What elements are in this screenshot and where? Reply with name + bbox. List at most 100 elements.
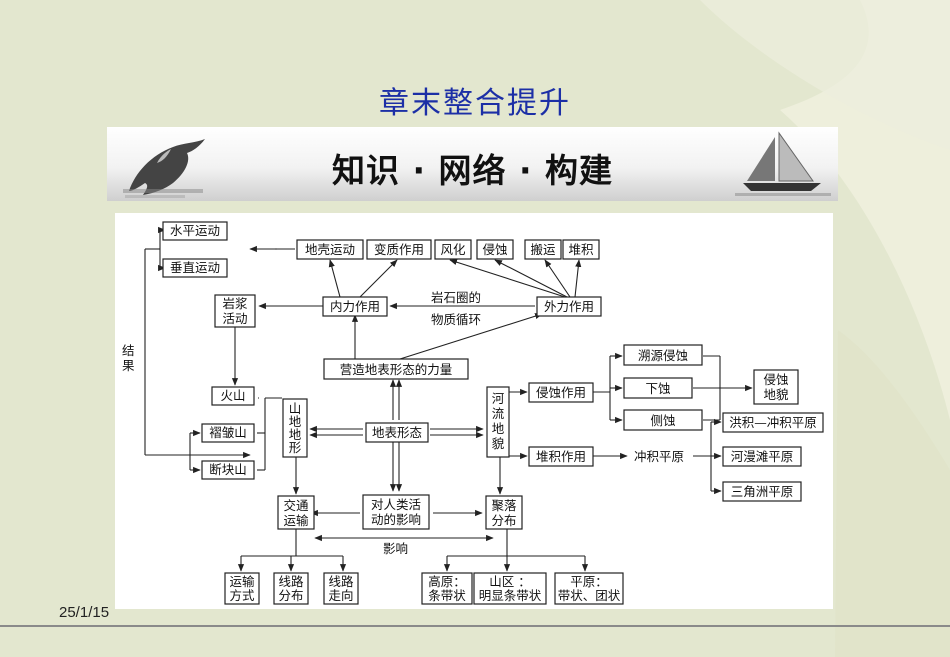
slide-date: 25/1/15 [59, 604, 110, 621]
svg-text:断块山: 断块山 [209, 462, 247, 477]
node-gaoyuan: 高原： 条带状 [421, 572, 473, 605]
node-jiaotong: 交通 运输 [277, 495, 315, 530]
node-zhezhou: 褶皱山 [201, 423, 255, 443]
node-qinshi: 侵蚀 [476, 239, 514, 260]
svg-text:地壳运动: 地壳运动 [305, 242, 355, 257]
svg-text:垂直运动: 垂直运动 [170, 260, 220, 275]
node-suyuan: 溯源侵蚀 [623, 344, 703, 366]
svg-text:带状、团状: 带状、团状 [558, 588, 621, 603]
svg-text:地貌: 地貌 [763, 387, 789, 402]
node-neili: 内力作用 [322, 296, 388, 317]
svg-text:平原：: 平原： [570, 574, 608, 589]
node-heliu: 河 流 地 貌 [486, 386, 510, 458]
svg-text:岩浆: 岩浆 [222, 296, 248, 311]
svg-text:分布: 分布 [491, 513, 516, 528]
node-bianzhi: 变质作用 [366, 239, 432, 260]
svg-text:侵蚀: 侵蚀 [763, 372, 788, 387]
svg-text:侵蚀作用: 侵蚀作用 [536, 385, 586, 400]
node-yingzao: 营造地表形态的力量 [323, 358, 469, 380]
node-yunshu: 运输 方式 [224, 572, 260, 605]
node-xianlu-zx: 线路 走向 [323, 572, 359, 605]
svg-text:水平运动: 水平运动 [170, 223, 220, 238]
node-huoshan: 火山 [211, 386, 255, 406]
svg-text:山: 山 [289, 401, 302, 416]
footer-divider [0, 625, 950, 627]
svg-text:流: 流 [492, 406, 505, 421]
svg-text:貌: 貌 [492, 436, 505, 451]
knowledge-network-diagram: 水平运动 垂直运动 地壳运动 变质作用 风化 侵蚀 搬运 堆积 岩浆 活动 内力… [115, 213, 833, 609]
label-chongji: 冲积平原 [634, 449, 684, 464]
banner-title: 知识 · 网络 · 构建 [331, 151, 614, 190]
svg-text:聚落: 聚落 [491, 498, 517, 513]
label-jieguo-1: 结 [122, 343, 135, 358]
node-ceshi: 侧蚀 [623, 409, 703, 431]
slide-title: 章末整合提升 [379, 86, 571, 121]
svg-text:地: 地 [289, 427, 302, 442]
svg-text:溯源侵蚀: 溯源侵蚀 [638, 348, 688, 363]
node-heman: 河漫滩平原 [722, 446, 802, 467]
svg-text:褶皱山: 褶皱山 [209, 425, 247, 440]
svg-text:明显条带状: 明显条带状 [479, 588, 542, 603]
node-diqiao: 地壳运动 [296, 239, 364, 260]
svg-text:搬运: 搬运 [530, 242, 556, 257]
svg-text:形: 形 [289, 440, 302, 455]
banner: 知识 · 网络 · 构建 [107, 127, 838, 201]
svg-text:堆积作用: 堆积作用 [536, 449, 586, 464]
node-hongji: 洪积—冲积平原 [722, 412, 824, 433]
node-waili: 外力作用 [536, 296, 602, 317]
svg-text:地: 地 [492, 421, 505, 436]
svg-text:分布: 分布 [278, 588, 303, 603]
svg-text:地: 地 [289, 414, 302, 429]
svg-text:对人类活: 对人类活 [371, 497, 421, 512]
label-yingxiang: 影响 [383, 541, 408, 556]
svg-text:三角洲平原: 三角洲平原 [731, 484, 794, 499]
svg-text:交通: 交通 [283, 498, 309, 513]
svg-text:方式: 方式 [229, 588, 255, 603]
node-sanjiao: 三角洲平原 [722, 481, 802, 502]
label-xunhuan-1: 岩石圈的 [431, 290, 481, 305]
node-xiashi: 下蚀 [623, 377, 693, 399]
node-chuizhi: 垂直运动 [162, 258, 228, 278]
svg-text:营造地表形态的力量: 营造地表形态的力量 [340, 362, 453, 377]
svg-text:活动: 活动 [222, 311, 247, 326]
svg-text:动的影响: 动的影响 [371, 512, 421, 527]
svg-text:条带状: 条带状 [428, 588, 466, 603]
node-shandi: 山 地 地 形 [282, 398, 308, 458]
node-yanjiang: 岩浆 活动 [214, 294, 256, 328]
svg-text:洪积—冲积平原: 洪积—冲积平原 [729, 415, 817, 430]
node-renlei: 对人类活 动的影响 [362, 494, 430, 530]
node-dibiao: 地表形态 [365, 422, 429, 443]
svg-text:山区 ：: 山区 ： [489, 574, 530, 589]
node-duijizuoyong: 堆积作用 [528, 446, 594, 467]
sailboat-icon [735, 131, 831, 196]
node-fenghua: 风化 [434, 239, 472, 260]
svg-text:河: 河 [492, 391, 505, 406]
svg-text:高原：: 高原： [428, 574, 466, 589]
svg-text:下蚀: 下蚀 [645, 381, 670, 396]
svg-text:风化: 风化 [440, 242, 466, 257]
node-shuiping: 水平运动 [162, 221, 228, 241]
node-duiji: 堆积 [562, 239, 600, 260]
svg-text:运输: 运输 [229, 574, 255, 589]
node-banyun: 搬运 [524, 239, 562, 260]
svg-text:线路: 线路 [328, 574, 354, 589]
node-duankuai: 断块山 [201, 460, 255, 480]
svg-text:侵蚀: 侵蚀 [482, 242, 507, 257]
svg-text:外力作用: 外力作用 [544, 299, 594, 314]
node-qinshidimao: 侵蚀 地貌 [753, 369, 799, 405]
svg-text:河漫滩平原: 河漫滩平原 [731, 449, 794, 464]
svg-text:侧蚀: 侧蚀 [650, 413, 675, 428]
svg-text:变质作用: 变质作用 [374, 242, 424, 257]
node-juluo: 聚落 分布 [485, 495, 523, 530]
svg-text:火山: 火山 [220, 388, 245, 403]
node-shanqu: 山区 ： 明显条带状 [473, 572, 547, 605]
dolphin-icon [123, 139, 205, 198]
label-xunhuan-2: 物质循环 [431, 312, 481, 327]
svg-text:运输: 运输 [283, 513, 309, 528]
label-jieguo-2: 果 [122, 358, 135, 373]
node-qinshizuoyong: 侵蚀作用 [528, 382, 594, 403]
node-pingyuan: 平原： 带状、团状 [554, 572, 624, 605]
svg-text:走向: 走向 [328, 588, 353, 603]
node-xianlu-fb: 线路 分布 [273, 572, 309, 605]
